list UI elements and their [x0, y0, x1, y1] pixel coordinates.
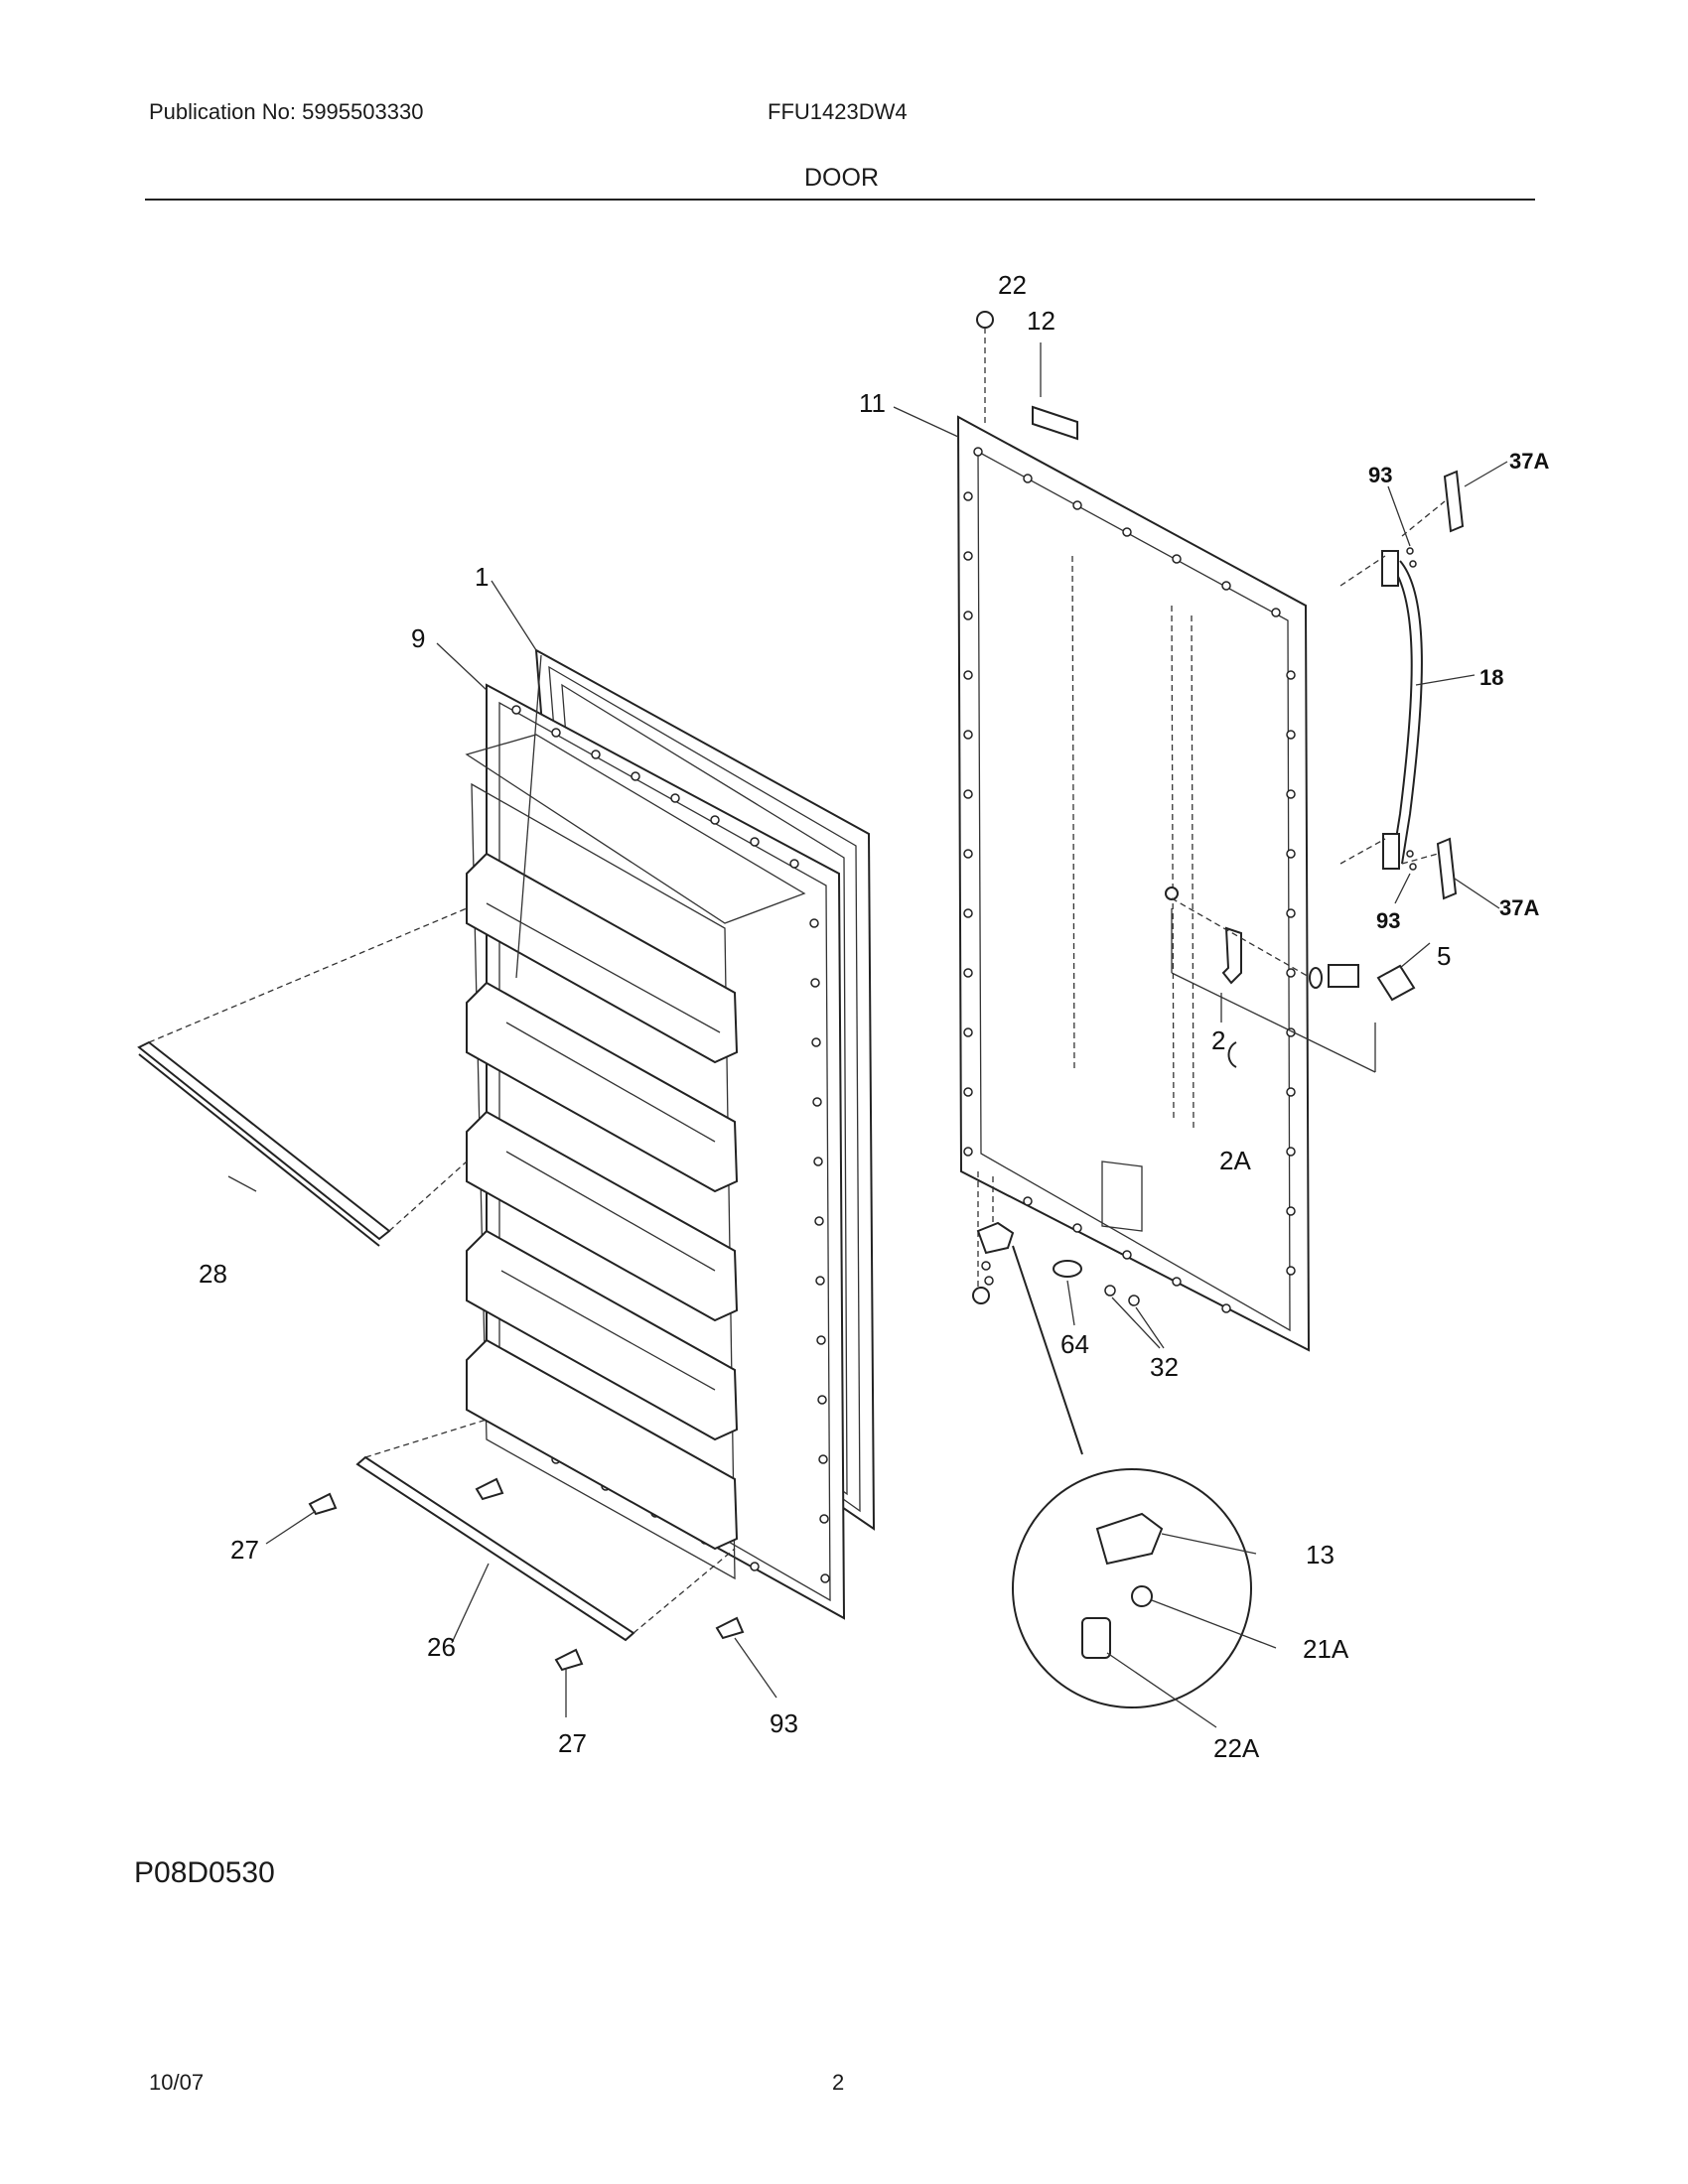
footer-date: 10/07	[149, 2070, 205, 2095]
callout-9: 9	[411, 623, 425, 653]
callout-22a: 22A	[1213, 1733, 1260, 1763]
callout-2: 2	[1211, 1025, 1225, 1055]
callout-5: 5	[1437, 941, 1451, 971]
shelf-rail-26	[355, 1419, 736, 1644]
callout-13: 13	[1306, 1540, 1335, 1570]
callout-18: 18	[1479, 665, 1503, 690]
callout-26: 26	[427, 1632, 456, 1662]
plug-22	[976, 311, 994, 427]
outer-door-panel-11	[956, 415, 1311, 1352]
figure-code: P08D0530	[134, 1856, 275, 1889]
callout-37a-bottom: 37A	[1499, 895, 1539, 920]
rivets	[265, 654, 777, 1717]
screws-93	[1387, 485, 1417, 904]
callout-27-left: 27	[230, 1535, 259, 1565]
model-number: FFU1423DW4	[768, 99, 908, 124]
callout-32: 32	[1150, 1352, 1179, 1382]
callout-93-mid: 93	[1376, 908, 1400, 933]
callout-22: 22	[998, 270, 1027, 300]
publication-number: Publication No: 5995503330	[149, 99, 424, 124]
callout-1: 1	[475, 562, 489, 592]
callout-11: 11	[859, 388, 886, 418]
callout-28: 28	[199, 1259, 227, 1289]
bottom-hinge-parts	[972, 1171, 1165, 1455]
door-liner-9	[465, 683, 846, 1620]
callout-21a: 21A	[1303, 1634, 1349, 1664]
shelf-rail-28	[137, 907, 468, 1247]
callout-27-bottom: 27	[558, 1728, 587, 1758]
page-number: 2	[832, 2070, 845, 2095]
latch-assembly-2	[1165, 887, 1431, 1073]
callout-93-top: 93	[1368, 463, 1392, 487]
callout-2a: 2A	[1219, 1146, 1251, 1175]
callout-37a-top: 37A	[1509, 449, 1549, 474]
header-rule	[145, 199, 1535, 201]
callout-93-bottom: 93	[770, 1708, 798, 1738]
label-12	[1032, 342, 1078, 441]
handle-18	[1339, 550, 1476, 870]
end-cap-37a	[1401, 461, 1508, 909]
detail-magnifier	[1012, 1468, 1277, 1728]
section-title: DOOR	[804, 164, 879, 192]
callout-12: 12	[1027, 306, 1055, 336]
callout-64: 64	[1060, 1329, 1089, 1359]
